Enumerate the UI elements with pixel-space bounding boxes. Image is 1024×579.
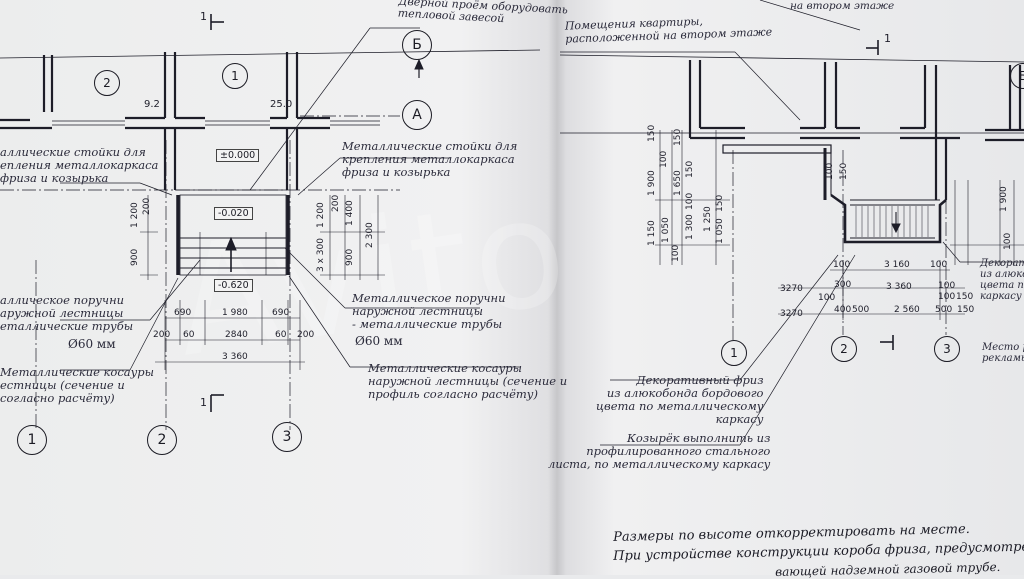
note-posts-right: Металлические стойки для крепления метал… [342,139,518,179]
r-dim-3270-b: 3270 [780,309,803,319]
axis-2-right: 2 [831,336,857,362]
dim-v-200-left: 200 [142,197,152,215]
wall-dim-25-0: 25.0 [270,99,293,110]
r-dim-150-b: 150 [957,305,975,315]
note-canopy: Козырёк выполнить из профилированного ст… [548,431,771,471]
r-v-1300: 1 300 [685,214,695,240]
dim-v-1200-right: 1 200 [316,202,326,228]
dim-v-200-right: 200 [331,194,341,212]
r-dim-3160: 3 160 [884,260,910,270]
axis-B: Б [402,30,432,60]
note-rail-left: аллическое поручни аружной лестницы етал… [0,293,134,333]
r-v-1250: 1 250 [703,206,713,232]
page-fold [548,0,566,575]
rail-diameter-right: Ø60 мм [355,334,403,348]
dim-690-b: 690 [272,308,290,318]
r-v-1050-b: 1 050 [715,218,725,244]
r-dim-2560: 2 560 [894,305,920,315]
dim-3360: 3 360 [222,352,248,362]
dim-2840: 2840 [225,330,248,340]
dim-v-900-right: 900 [345,248,355,266]
rail-diameter-left: Ø60 мм [68,337,116,351]
r-v-150-b: 150 [673,128,683,146]
r-dim-3270-a: 3270 [780,284,803,294]
dim-v-900-left: 900 [130,248,140,266]
r-dim-150-a: 150 [956,292,974,302]
r-v-1150: 1 150 [647,220,657,246]
r-dim-3360: 3 360 [886,282,912,292]
r-v-150-e: 150 [839,162,849,180]
r-v-150-a: 150 [647,124,657,142]
room-1-label: 1 [222,63,248,89]
r-v-100-e: 100 [1003,232,1013,250]
r-dim-100-d: 100 [818,293,836,303]
r-v-100-c: 100 [685,192,695,210]
r-dim-100-e: 100 [938,281,956,291]
dim-v-3x300: 3 x 300 [316,238,326,272]
r-v-1900: 1 900 [647,170,657,196]
note-stringers-left: Металлические косауры естницы (сечение и… [0,365,155,405]
r-v-150-d: 150 [715,194,725,212]
section-mark-bottom: 1 [200,396,207,409]
wall-dim-9-2: 9.2 [144,99,160,110]
r-v-1900-b: 1 900 [999,186,1009,212]
dim-60-b: 60 [275,330,287,340]
r-v-1650: 1 650 [673,170,683,196]
r-dim-100-b: 100 [930,260,948,270]
room-2-label: 2 [94,70,120,96]
axis-2-left: 2 [147,425,177,455]
r-dim-400: 400 [834,305,852,315]
section-mark-top: 1 [200,10,207,23]
section-mark-right: 1 [884,32,891,45]
r-v-150-c: 150 [685,160,695,178]
dim-1980: 1 980 [222,308,248,318]
axis-A: А [402,100,432,130]
r-dim-500-a: 500 [852,305,870,315]
r-v-100-b: 100 [671,244,681,262]
note-deco-right: Декорати из алюкоб цвета по м каркасу [980,258,1024,302]
canopy [722,144,947,244]
dim-60-a: 60 [183,330,195,340]
axis-3-left: 3 [272,422,302,452]
level-0000: ±0.000 [216,149,260,162]
dim-v-2300: 2 300 [365,222,375,248]
r-dim-300: 300 [834,280,852,290]
axis-1-right: 1 [721,340,747,366]
r-v-100-d: 100 [825,162,835,180]
note-posts-left: аллические стойки для епления металлокар… [0,145,159,185]
left-walls [0,52,330,190]
r-dim-100-c: 100 [938,292,956,302]
note-rail-right: Металлическое поручни наружной лестницы … [352,291,506,331]
note-stringers-right: Металлические косауры наружной лестницы … [368,361,568,401]
level-minus-0620: -0.620 [214,279,253,292]
r-dim-100-a: 100 [833,260,851,270]
axis-3-right: 3 [934,336,960,362]
r-dim-500-b: 500 [935,305,953,315]
dim-v-1200-left: 1 200 [130,202,140,228]
right-walls [688,60,1024,200]
dim-200-b: 200 [297,330,315,340]
dim-200-a: 200 [153,330,171,340]
note-ad-place: Место ра рекламы [982,342,1024,364]
note-frieze: Декоративный фриз из алюкобонда бордовог… [596,373,764,426]
note-top-cut: на втором этаже [790,0,895,12]
r-v-100-a: 100 [659,150,669,168]
dim-v-1400: 1 400 [345,200,355,226]
r-v-1050: 1 050 [661,217,671,243]
dim-690-a: 690 [174,308,192,318]
axis-1-left: 1 [17,425,47,455]
level-minus-0020: -0.020 [214,207,253,220]
